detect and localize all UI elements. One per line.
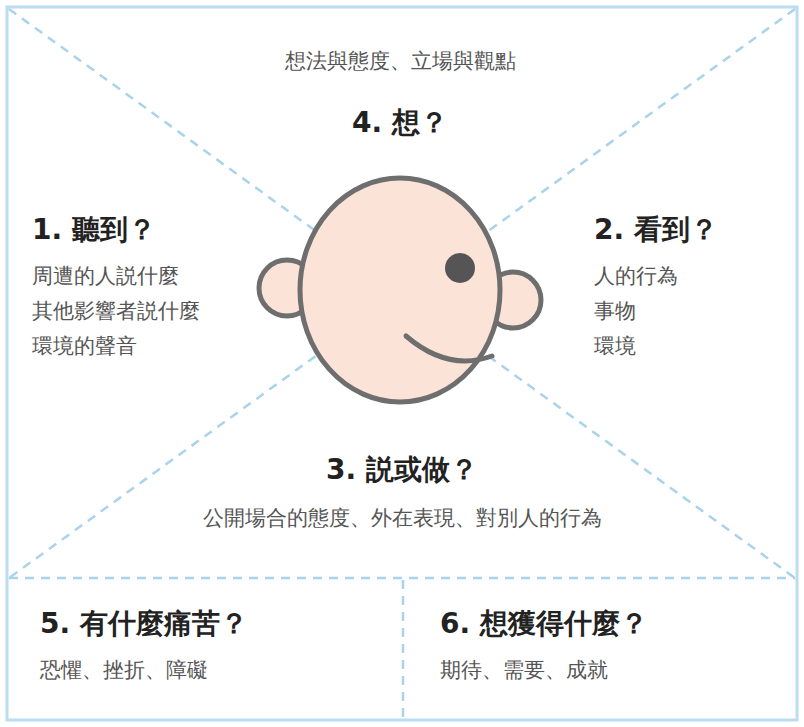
region-description: 其他影響者説什麼 [32,294,282,329]
region-description: 期待、需要、成就 [440,653,790,688]
region-description: 人的行為 [594,259,794,294]
dashed-diagonal [9,9,795,578]
region-description: 恐懼、挫折、障礙 [40,653,390,688]
region-heading: 5. 有什麼痛苦？ [40,606,390,641]
dashed-divider [402,580,405,718]
region-description: 公開場合的態度、外在表現、對別人的行為 [110,501,694,536]
dashed-diagonal [9,9,795,578]
region-description: 想法與態度、立場與觀點 [200,44,600,79]
map-region: 3. 説或做？ 公開場合的態度、外在表現、對別人的行為 [110,452,694,536]
map-region: 想法與態度、立場與觀點 4. 想？ [200,44,600,140]
face-illustration [259,178,541,402]
region-heading: 3. 説或做？ [110,452,694,487]
region-heading: 4. 想？ [200,105,600,140]
mouth [406,336,492,361]
region-description: 環境 [594,329,794,364]
eye [445,253,475,283]
region-heading: 2. 看到？ [594,212,794,247]
region-description: 環境的聲音 [32,329,282,364]
dashed-divider [9,577,795,580]
region-description: 事物 [594,294,794,329]
region-heading: 1. 聽到？ [32,212,282,247]
head [300,178,500,402]
map-region: 5. 有什麼痛苦？ 恐懼、挫折、障礙 [40,606,390,688]
map-region: 1. 聽到？ 周遭的人説什麼其他影響者説什麼環境的聲音 [32,212,282,364]
map-region: 2. 看到？ 人的行為事物環境 [594,212,794,364]
outer-border [7,7,797,720]
map-region: 6. 想獲得什麼？ 期待、需要、成就 [440,606,790,688]
region-heading: 6. 想獲得什麼？ [440,606,790,641]
region-description: 周遭的人説什麼 [32,259,282,294]
